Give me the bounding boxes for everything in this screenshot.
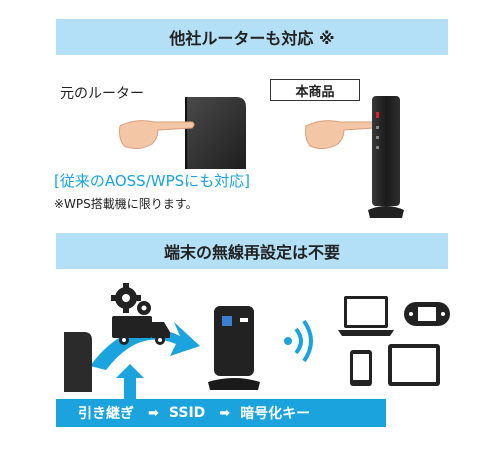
handoff-item-key: 暗号化キー — [240, 406, 311, 422]
old-router-image — [185, 97, 246, 169]
up-arrow-icon — [116, 364, 144, 400]
top-banner-text: 他社ルーターも対応 ※ — [169, 29, 335, 48]
top-banner: 他社ルーターも対応 ※ — [56, 19, 448, 55]
note-text: ※WPS搭載機に限ります。 — [54, 197, 198, 211]
gear-icon — [111, 283, 151, 315]
bottom-new-router-image — [208, 306, 260, 390]
smartphone-icon — [350, 350, 372, 386]
game-console-icon — [404, 302, 450, 326]
this-product-label: 本商品 — [270, 79, 360, 101]
mid-banner-text: 端末の無線再設定は不要 — [163, 243, 340, 262]
pointing-hand-right-image — [305, 120, 376, 150]
laptop-icon — [338, 296, 394, 336]
small-router-icon — [64, 332, 92, 392]
handoff-item-label: 引き継ぎ — [78, 406, 134, 422]
tablet-icon — [388, 344, 440, 386]
pointing-hand-left-image — [119, 120, 195, 150]
wifi-waves-icon — [284, 319, 313, 363]
handoff-bar: 引き継ぎ ➡ SSID ➡ 暗号化キー — [56, 399, 386, 427]
devices-illustration — [338, 296, 450, 386]
transfer-arrow-icon — [90, 322, 200, 370]
transfer-illustration — [64, 283, 200, 400]
old-router-label: 元のルーター — [60, 86, 144, 102]
mid-banner: 端末の無線再設定は不要 — [56, 233, 448, 269]
new-router-image — [368, 96, 404, 218]
compat-text: [従来のAOSS/WPSにも対応] — [54, 172, 251, 190]
arrow-right-icon: ➡ — [148, 405, 159, 421]
handoff-item-ssid: SSID — [168, 405, 206, 421]
truck-icon — [112, 316, 170, 345]
arrow-right-icon: ➡ — [219, 405, 231, 421]
